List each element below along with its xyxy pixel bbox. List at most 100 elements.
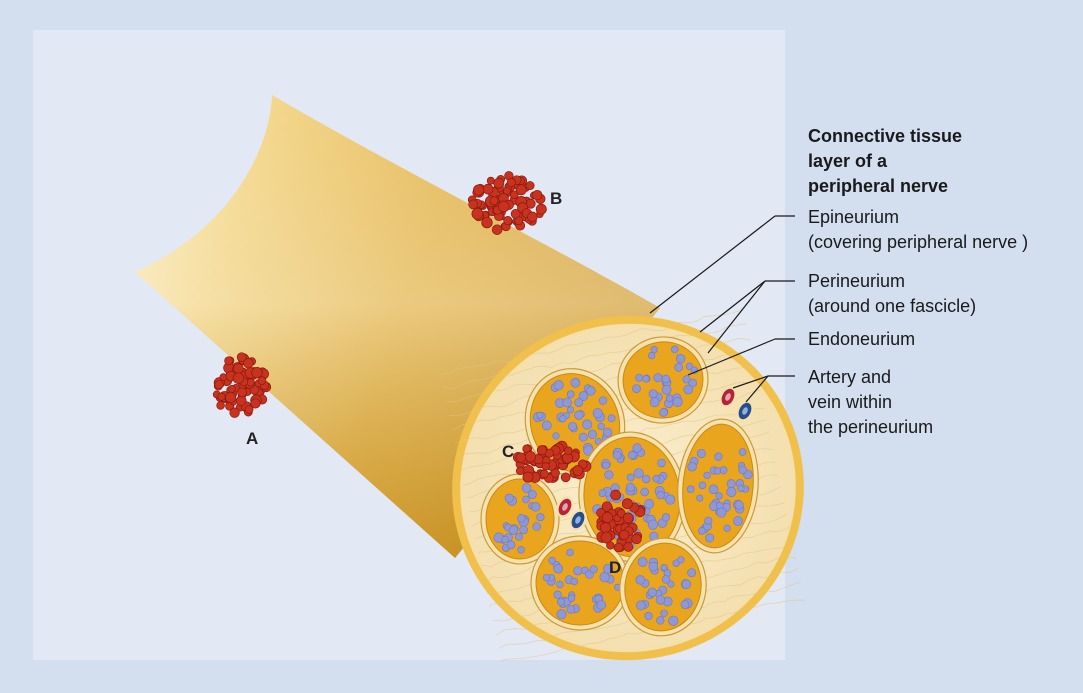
tumor-cell bbox=[230, 408, 240, 418]
tumor-cell bbox=[632, 534, 642, 544]
tumor-cell bbox=[528, 212, 538, 222]
tumor-cell bbox=[472, 208, 483, 219]
axon bbox=[714, 467, 721, 474]
axon bbox=[704, 472, 711, 479]
axon bbox=[699, 482, 707, 490]
axon bbox=[653, 475, 660, 482]
tumor-cell bbox=[611, 490, 621, 500]
axon bbox=[574, 567, 582, 575]
tumor-cell bbox=[614, 543, 623, 552]
tumor-cell bbox=[540, 470, 548, 478]
tumor-cell bbox=[483, 184, 493, 194]
axon bbox=[505, 494, 513, 502]
tumor-cell bbox=[516, 467, 524, 475]
endoneurium-label: Endoneurium bbox=[808, 328, 915, 350]
tumor-cell bbox=[215, 380, 224, 389]
axon bbox=[515, 533, 522, 540]
axon bbox=[739, 448, 747, 456]
tumor-cell bbox=[601, 532, 612, 543]
tumor-cell bbox=[619, 530, 629, 540]
axon bbox=[738, 466, 746, 474]
tumor-cell bbox=[542, 463, 549, 470]
tumor-cell bbox=[218, 393, 225, 400]
axon bbox=[517, 514, 525, 522]
tumor-cell bbox=[469, 200, 478, 209]
axon bbox=[523, 496, 530, 503]
axon bbox=[568, 595, 575, 602]
tumor-cell bbox=[234, 364, 244, 374]
tumor-cell bbox=[258, 377, 266, 385]
tumor-cell bbox=[490, 197, 498, 205]
axon bbox=[599, 489, 607, 497]
axon bbox=[687, 485, 695, 493]
tumor-cell bbox=[492, 225, 502, 235]
epineurium-label: Epineurium bbox=[808, 206, 899, 228]
axon bbox=[518, 546, 525, 553]
axon bbox=[723, 525, 730, 532]
tumor-cell bbox=[233, 373, 244, 384]
axon bbox=[509, 526, 518, 535]
epineurium-description: (covering peripheral nerve ) bbox=[808, 231, 1028, 253]
tumor-cell bbox=[602, 512, 613, 523]
axon bbox=[567, 606, 575, 614]
tumor-cell bbox=[503, 187, 510, 194]
axon bbox=[522, 484, 531, 493]
tumor-cell bbox=[217, 402, 225, 410]
tumor-cell bbox=[523, 472, 533, 482]
tumor-cell bbox=[536, 204, 546, 214]
tumor-cell bbox=[561, 473, 570, 482]
tumor-cell bbox=[498, 201, 509, 212]
tumor-cell bbox=[244, 358, 254, 368]
axon bbox=[571, 578, 578, 585]
axon bbox=[602, 462, 610, 470]
vessels-label-line-1: Artery and bbox=[808, 366, 891, 388]
tumor-cell bbox=[516, 185, 526, 195]
tumor-cell bbox=[225, 357, 233, 365]
tumor-cell bbox=[516, 453, 526, 463]
axon bbox=[554, 564, 563, 573]
legend-title-line-3: peripheral nerve bbox=[808, 175, 948, 197]
tumor-cell bbox=[573, 466, 583, 476]
axon bbox=[531, 502, 540, 511]
axon bbox=[557, 610, 566, 619]
axon bbox=[627, 474, 635, 482]
axon bbox=[533, 523, 541, 531]
tumor-cell bbox=[225, 392, 235, 402]
tumor-cell bbox=[247, 379, 254, 386]
axon bbox=[554, 591, 562, 599]
tumor-cell bbox=[473, 185, 483, 195]
tumor-cell bbox=[623, 513, 633, 523]
tumor-cell bbox=[525, 451, 536, 462]
tumor-cell bbox=[252, 367, 263, 378]
axon bbox=[543, 574, 550, 581]
vessels-label-line-2: vein within bbox=[808, 391, 892, 413]
axon bbox=[640, 488, 649, 497]
tumor-cell bbox=[622, 499, 632, 509]
tumor-cell bbox=[526, 182, 534, 190]
axon bbox=[507, 541, 515, 549]
axon bbox=[642, 475, 650, 483]
tumor-cell bbox=[482, 217, 493, 228]
axon bbox=[657, 459, 665, 467]
marker-b: B bbox=[550, 188, 562, 210]
axon bbox=[567, 549, 574, 556]
perineurium-description: (around one fascicle) bbox=[808, 295, 976, 317]
tumor-cell bbox=[251, 399, 260, 408]
axon bbox=[662, 513, 670, 521]
tumor-cell bbox=[533, 190, 542, 199]
marker-a: A bbox=[246, 428, 258, 450]
legend-title-line-1: Connective tissue bbox=[808, 125, 962, 147]
legend-title-line-2: layer of a bbox=[808, 150, 887, 172]
axon bbox=[520, 526, 528, 534]
axon bbox=[716, 492, 723, 499]
tumor-cell bbox=[624, 542, 633, 551]
axon bbox=[613, 451, 622, 460]
marker-d: D bbox=[609, 557, 621, 579]
tumor-cell bbox=[494, 178, 504, 188]
fascicle bbox=[531, 536, 629, 630]
axon bbox=[737, 485, 744, 492]
axon bbox=[656, 491, 664, 499]
tumor-cell bbox=[565, 447, 573, 455]
tumor-cell bbox=[238, 388, 247, 397]
